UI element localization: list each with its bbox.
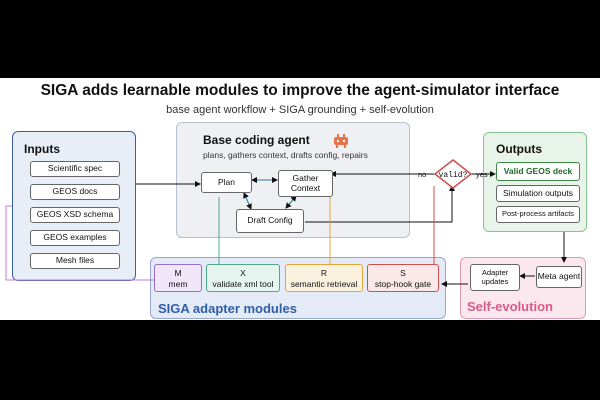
siga-label: SIGA adapter modules (158, 301, 297, 316)
input-item: GEOS examples (30, 230, 120, 246)
diagram-title: SIGA adds learnable modules to improve t… (40, 82, 560, 99)
output-item: Simulation outputs (496, 185, 580, 202)
output-valid-deck: Valid GEOS deck (496, 162, 580, 181)
adapter-updates-box: Adapter updates (470, 264, 520, 291)
meta-agent-box: Meta agent (536, 266, 582, 288)
self-evolution-label: Self-evolution (467, 299, 553, 314)
draft-config-box: Draft Config (236, 209, 304, 233)
edge-mem (5, 205, 154, 281)
diagram-subtitle: base agent workflow + SIGA grounding + s… (166, 104, 434, 116)
input-item: Scientific spec (30, 161, 120, 177)
output-item: Post-process artifacts (496, 206, 580, 223)
input-item: GEOS docs (30, 184, 120, 200)
outputs-heading: Outputs (496, 142, 542, 156)
valid-label: valid? (439, 171, 468, 180)
no-label: no (418, 170, 426, 179)
yes-label: yes (476, 170, 488, 179)
inputs-heading: Inputs (24, 142, 60, 156)
valid-diamond (433, 159, 473, 189)
edge-gather-draft (285, 195, 297, 209)
agent-heading: Base coding agent (203, 133, 310, 147)
plan-box: Plan (201, 172, 252, 193)
edge-plan-draft (243, 192, 252, 210)
gather-context-box: Gather Context (278, 170, 333, 197)
robot-icon (333, 134, 349, 148)
agent-description: plans, gathers context, drafts config, r… (203, 150, 368, 160)
input-item: GEOS XSD schema (30, 207, 120, 223)
input-item: Mesh files (30, 253, 120, 269)
edge-draft-valid (305, 185, 455, 223)
